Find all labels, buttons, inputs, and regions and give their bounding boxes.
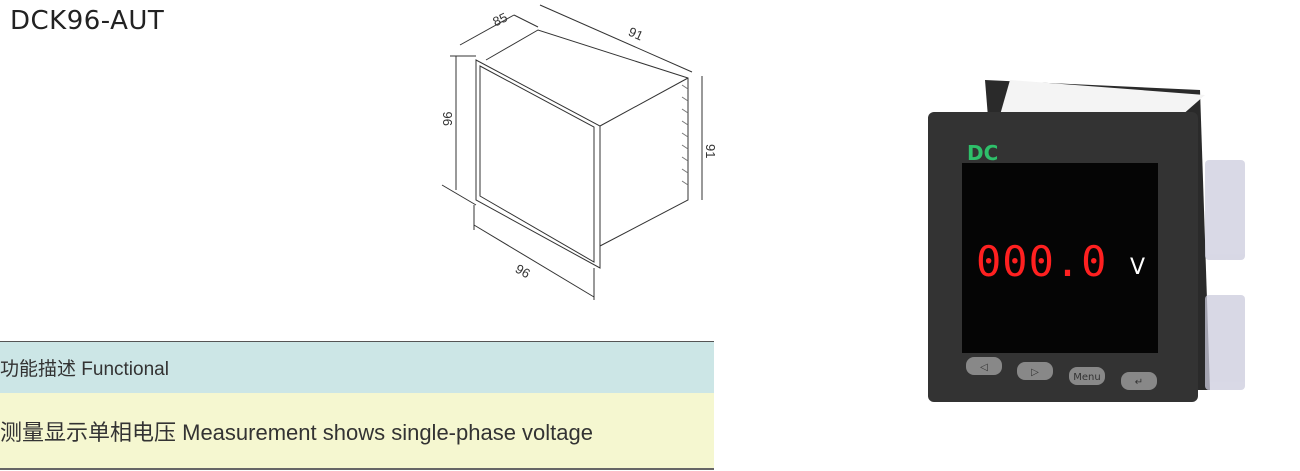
front-width-label: 96 — [513, 261, 533, 281]
brand-logo: DC — [967, 141, 998, 165]
front-panel-outline — [475, 59, 601, 269]
enter-button[interactable] — [1121, 372, 1157, 390]
enter-icon: ↵ — [1135, 377, 1143, 388]
right-icon: ▷ — [1031, 367, 1039, 378]
product-model-title: DCK96-AUT — [10, 6, 165, 36]
meter-photo: DC 000.0 V ◁ ▷ Menu ↵ — [928, 80, 1245, 402]
table-row: 测量显示单相电压 Measurement shows single-phase … — [0, 393, 714, 470]
top-width-label: 91 — [626, 24, 645, 44]
unit-label: V — [1130, 255, 1145, 280]
meter-reading: 000.0 — [976, 237, 1107, 286]
depth-label: 85 — [490, 10, 509, 30]
right-button[interactable] — [1017, 362, 1053, 380]
front-height-label: 96 — [440, 112, 455, 126]
table-header: 功能描述 Functional — [0, 341, 714, 394]
left-icon: ◁ — [980, 362, 988, 373]
header-text: 功能描述 Functional — [0, 359, 169, 380]
row-text: 测量显示单相电压 Measurement shows single-phase … — [0, 419, 594, 445]
dimension-drawing: 85 91 96 91 96 — [440, 4, 718, 300]
left-button[interactable] — [966, 357, 1002, 375]
side-height-label: 91 — [703, 144, 718, 158]
menu-label: Menu — [1073, 372, 1100, 383]
mounting-clips — [1205, 160, 1245, 390]
menu-button[interactable] — [1069, 367, 1105, 385]
